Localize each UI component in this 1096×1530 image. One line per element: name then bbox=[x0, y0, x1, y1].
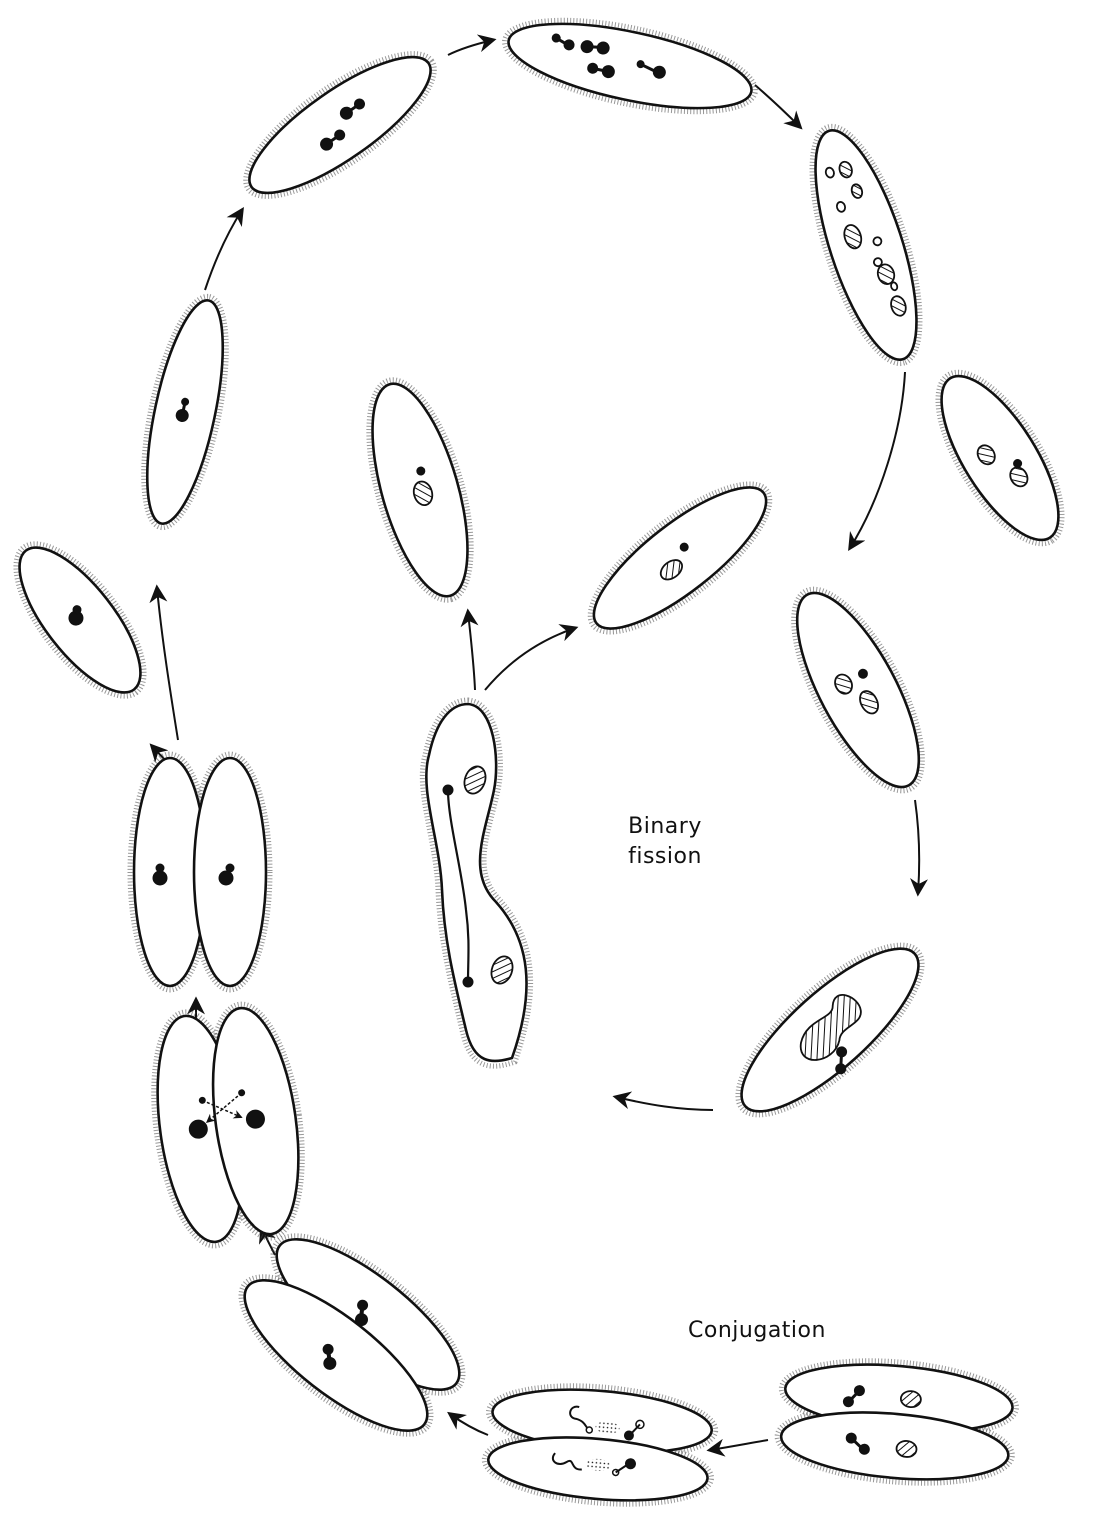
cycle-arrows bbox=[152, 40, 919, 1450]
arrow bbox=[755, 85, 800, 127]
cell-stage-3 bbox=[226, 30, 453, 221]
arrow bbox=[710, 1440, 768, 1450]
arrow bbox=[468, 612, 475, 690]
arrow bbox=[850, 372, 905, 548]
cell-pair-stage-15 bbox=[140, 998, 315, 1252]
cell-pair-stage-12 bbox=[774, 1352, 1020, 1492]
cell-pair-stage-16 bbox=[130, 754, 270, 990]
arrow bbox=[448, 40, 493, 55]
arrow bbox=[157, 588, 178, 740]
cell-stage-8 bbox=[714, 920, 946, 1140]
binary-fission-label: Binary fission bbox=[600, 812, 730, 872]
cell-stage-2 bbox=[127, 290, 243, 535]
cell-stage-1 bbox=[0, 524, 167, 716]
cell-stage-6 bbox=[914, 354, 1086, 563]
conjugation-label: Conjugation bbox=[672, 1316, 842, 1346]
arrow bbox=[152, 746, 165, 760]
cell-stage-9-dividing bbox=[422, 700, 530, 1066]
cell-stage-11 bbox=[570, 460, 790, 655]
cell-stage-10 bbox=[348, 369, 492, 611]
arrow bbox=[485, 628, 575, 690]
cell-stage-7 bbox=[768, 571, 947, 808]
cell-pair-stage-13 bbox=[481, 1377, 718, 1512]
conjugation-text: Conjugation bbox=[688, 1318, 826, 1343]
arrow bbox=[915, 800, 919, 893]
arrow bbox=[205, 210, 242, 290]
cell-stage-4 bbox=[497, 2, 763, 130]
binary-fission-text: Binary fission bbox=[628, 814, 702, 869]
cell-pair-stage-14 bbox=[219, 1210, 486, 1460]
arrow bbox=[616, 1097, 713, 1110]
arrow bbox=[450, 1414, 488, 1435]
cell-stage-5 bbox=[790, 115, 943, 376]
